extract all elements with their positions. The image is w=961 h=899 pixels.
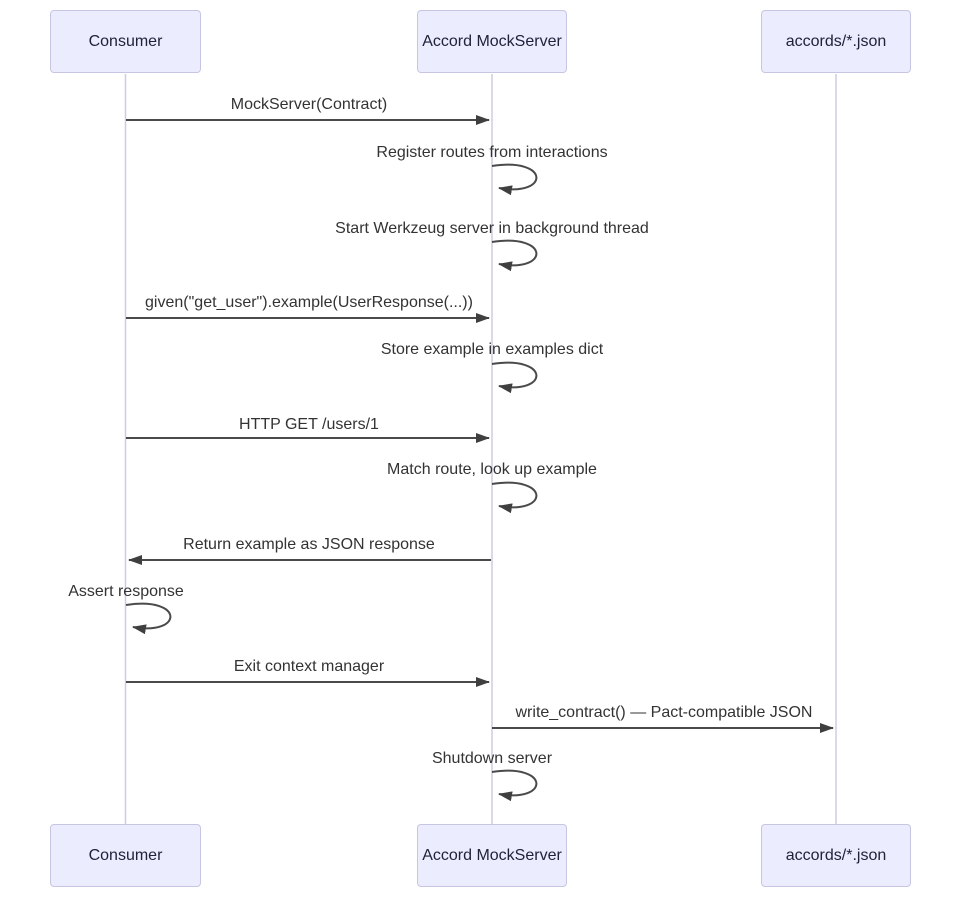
participant-label: Consumer	[88, 846, 163, 864]
participant-accords-json-top: accords/*.json	[761, 10, 911, 73]
message-label: Store example in examples dict	[381, 341, 604, 358]
self-loop-arrow	[491, 361, 538, 394]
message-label: Shutdown server	[432, 750, 553, 767]
participant-mockserver-top: Accord MockServer	[417, 10, 567, 73]
message-label: Start Werkzeug server in background thre…	[335, 220, 649, 237]
self-loop-arrow	[491, 769, 538, 802]
message-label: HTTP GET /users/1	[239, 416, 379, 433]
self-loop-arrow	[491, 481, 538, 514]
participant-consumer-bottom: Consumer	[50, 824, 201, 887]
self-loop-arrow	[125, 602, 172, 635]
participant-mockserver-bottom: Accord MockServer	[417, 824, 567, 887]
participant-label: Consumer	[88, 32, 163, 50]
participant-accords-json-bottom: accords/*.json	[761, 824, 911, 887]
message-label: Return example as JSON response	[183, 536, 435, 553]
message-label: Exit context manager	[234, 658, 385, 675]
participant-label: Accord MockServer	[422, 32, 562, 50]
self-loop-arrow	[491, 239, 538, 272]
message-label: Register routes from interactions	[376, 144, 607, 161]
message-label: MockServer(Contract)	[231, 96, 387, 113]
participant-consumer-top: Consumer	[50, 10, 201, 73]
participant-label: accords/*.json	[785, 846, 887, 864]
message-label: Assert response	[68, 583, 184, 600]
participant-label: accords/*.json	[785, 32, 887, 50]
message-label: given("get_user").example(UserResponse(.…	[145, 294, 473, 311]
self-loop-arrow	[491, 163, 538, 196]
message-label: Match route, look up example	[387, 461, 597, 478]
message-label: write_contract() — Pact-compatible JSON	[515, 704, 813, 721]
participant-label: Accord MockServer	[422, 846, 562, 864]
